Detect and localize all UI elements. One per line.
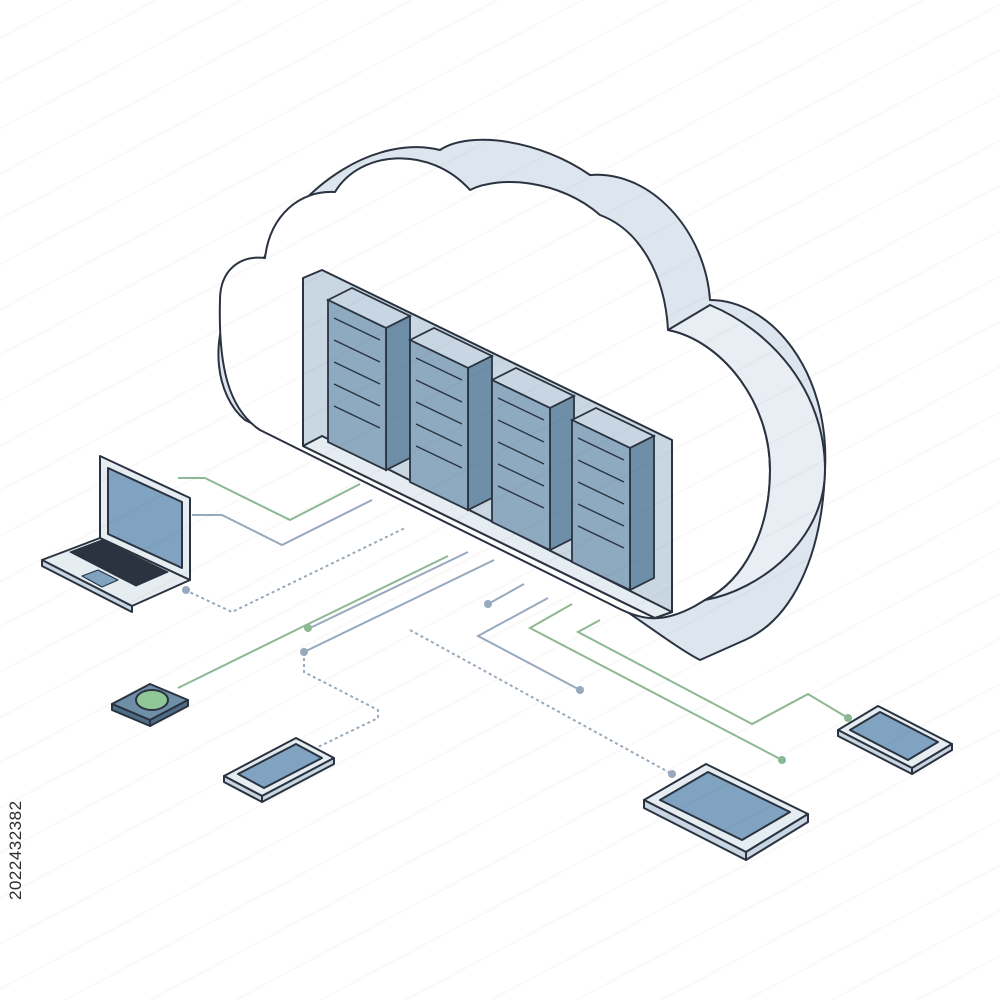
connection-node [484,600,492,608]
smartwatch-icon [111,683,189,727]
tablet-icon [643,763,809,861]
connection-node [576,686,584,694]
laptop-touchpad [81,569,119,588]
connection-node [182,586,190,594]
connection-line [527,603,783,761]
connection-node [300,648,308,656]
connection-node [844,714,852,722]
laptop-base-edge [41,559,133,613]
connection-line [177,555,449,689]
connection-line [303,652,379,749]
connection-line [309,551,469,629]
connection-line [303,559,495,653]
smartphone-icon [223,737,335,803]
connection-node [304,624,312,632]
connection-line [184,527,406,614]
connection-line [192,499,373,547]
tablet-screen [849,711,939,761]
tablet-screen [659,771,791,841]
server-rack-icon [489,366,577,552]
connection-line [409,629,673,775]
laptop-screen [107,467,183,569]
server-rack-icon [325,286,413,472]
server-rack-icon [407,326,495,512]
server-rack-icon [569,406,657,592]
stock-id-label: 2022432382 [6,800,25,900]
connection-node [778,756,786,764]
connection-line [178,477,361,522]
phone-screen [237,743,323,789]
cloud-cavity-floor [302,435,673,619]
tablet-icon [837,705,953,775]
server-racks [325,286,657,592]
connection-line [475,597,581,691]
laptop-keyboard [69,539,169,587]
connection-line [487,583,525,605]
connection-line [575,619,849,726]
cloud-bulge [667,304,826,601]
network-connections [177,477,852,778]
connection-node [668,770,676,778]
laptop-icon [41,455,191,613]
status-indicator [135,689,169,711]
